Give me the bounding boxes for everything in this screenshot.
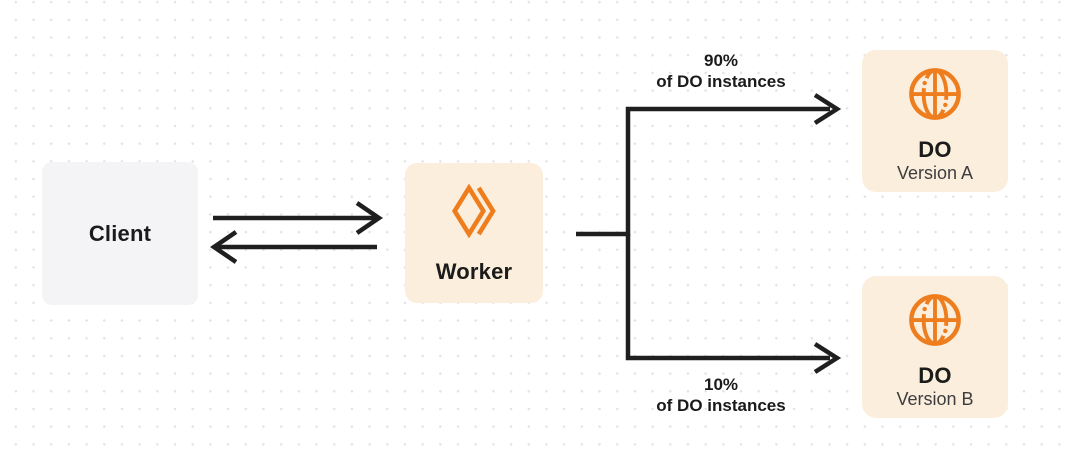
split-bottom-label: 10% of DO instances: [611, 374, 831, 416]
workers-diamond-shape: [451, 183, 487, 239]
client-to-worker-arrowhead-icon: [355, 201, 383, 235]
do-a-subtitle: Version A: [896, 162, 974, 183]
split-branch-top-line: [576, 106, 830, 237]
globe-icon: [904, 289, 966, 356]
split-branch-top-arrowhead-icon: [813, 93, 842, 125]
do-version-b-node: DO Version B: [862, 276, 1008, 418]
split-bottom-percent: 10%: [703, 375, 739, 394]
client-label: Client: [88, 220, 152, 246]
split-top-caption: of DO instances: [656, 72, 786, 91]
worker-node: Worker: [405, 163, 543, 303]
split-top-percent: 90%: [703, 51, 739, 70]
do-b-title: DO: [918, 362, 952, 388]
worker-label: Worker: [435, 259, 513, 284]
do-version-a-node: DO Version A: [862, 50, 1008, 192]
client-node: Client: [42, 162, 198, 305]
split-top-label: 90% of DO instances: [611, 50, 831, 92]
worker-to-client-arrowhead-icon: [210, 230, 238, 264]
split-branch-bottom-line: [625, 234, 830, 361]
split-bottom-caption: of DO instances: [656, 396, 786, 415]
do-a-title: DO: [918, 136, 952, 162]
do-b-subtitle: Version B: [896, 388, 974, 409]
split-branch-bottom-arrowhead-icon: [813, 342, 842, 374]
globe-icon: [904, 63, 966, 130]
workers-chevron-shape: [476, 186, 496, 236]
cloudflare-workers-icon: [444, 181, 504, 246]
